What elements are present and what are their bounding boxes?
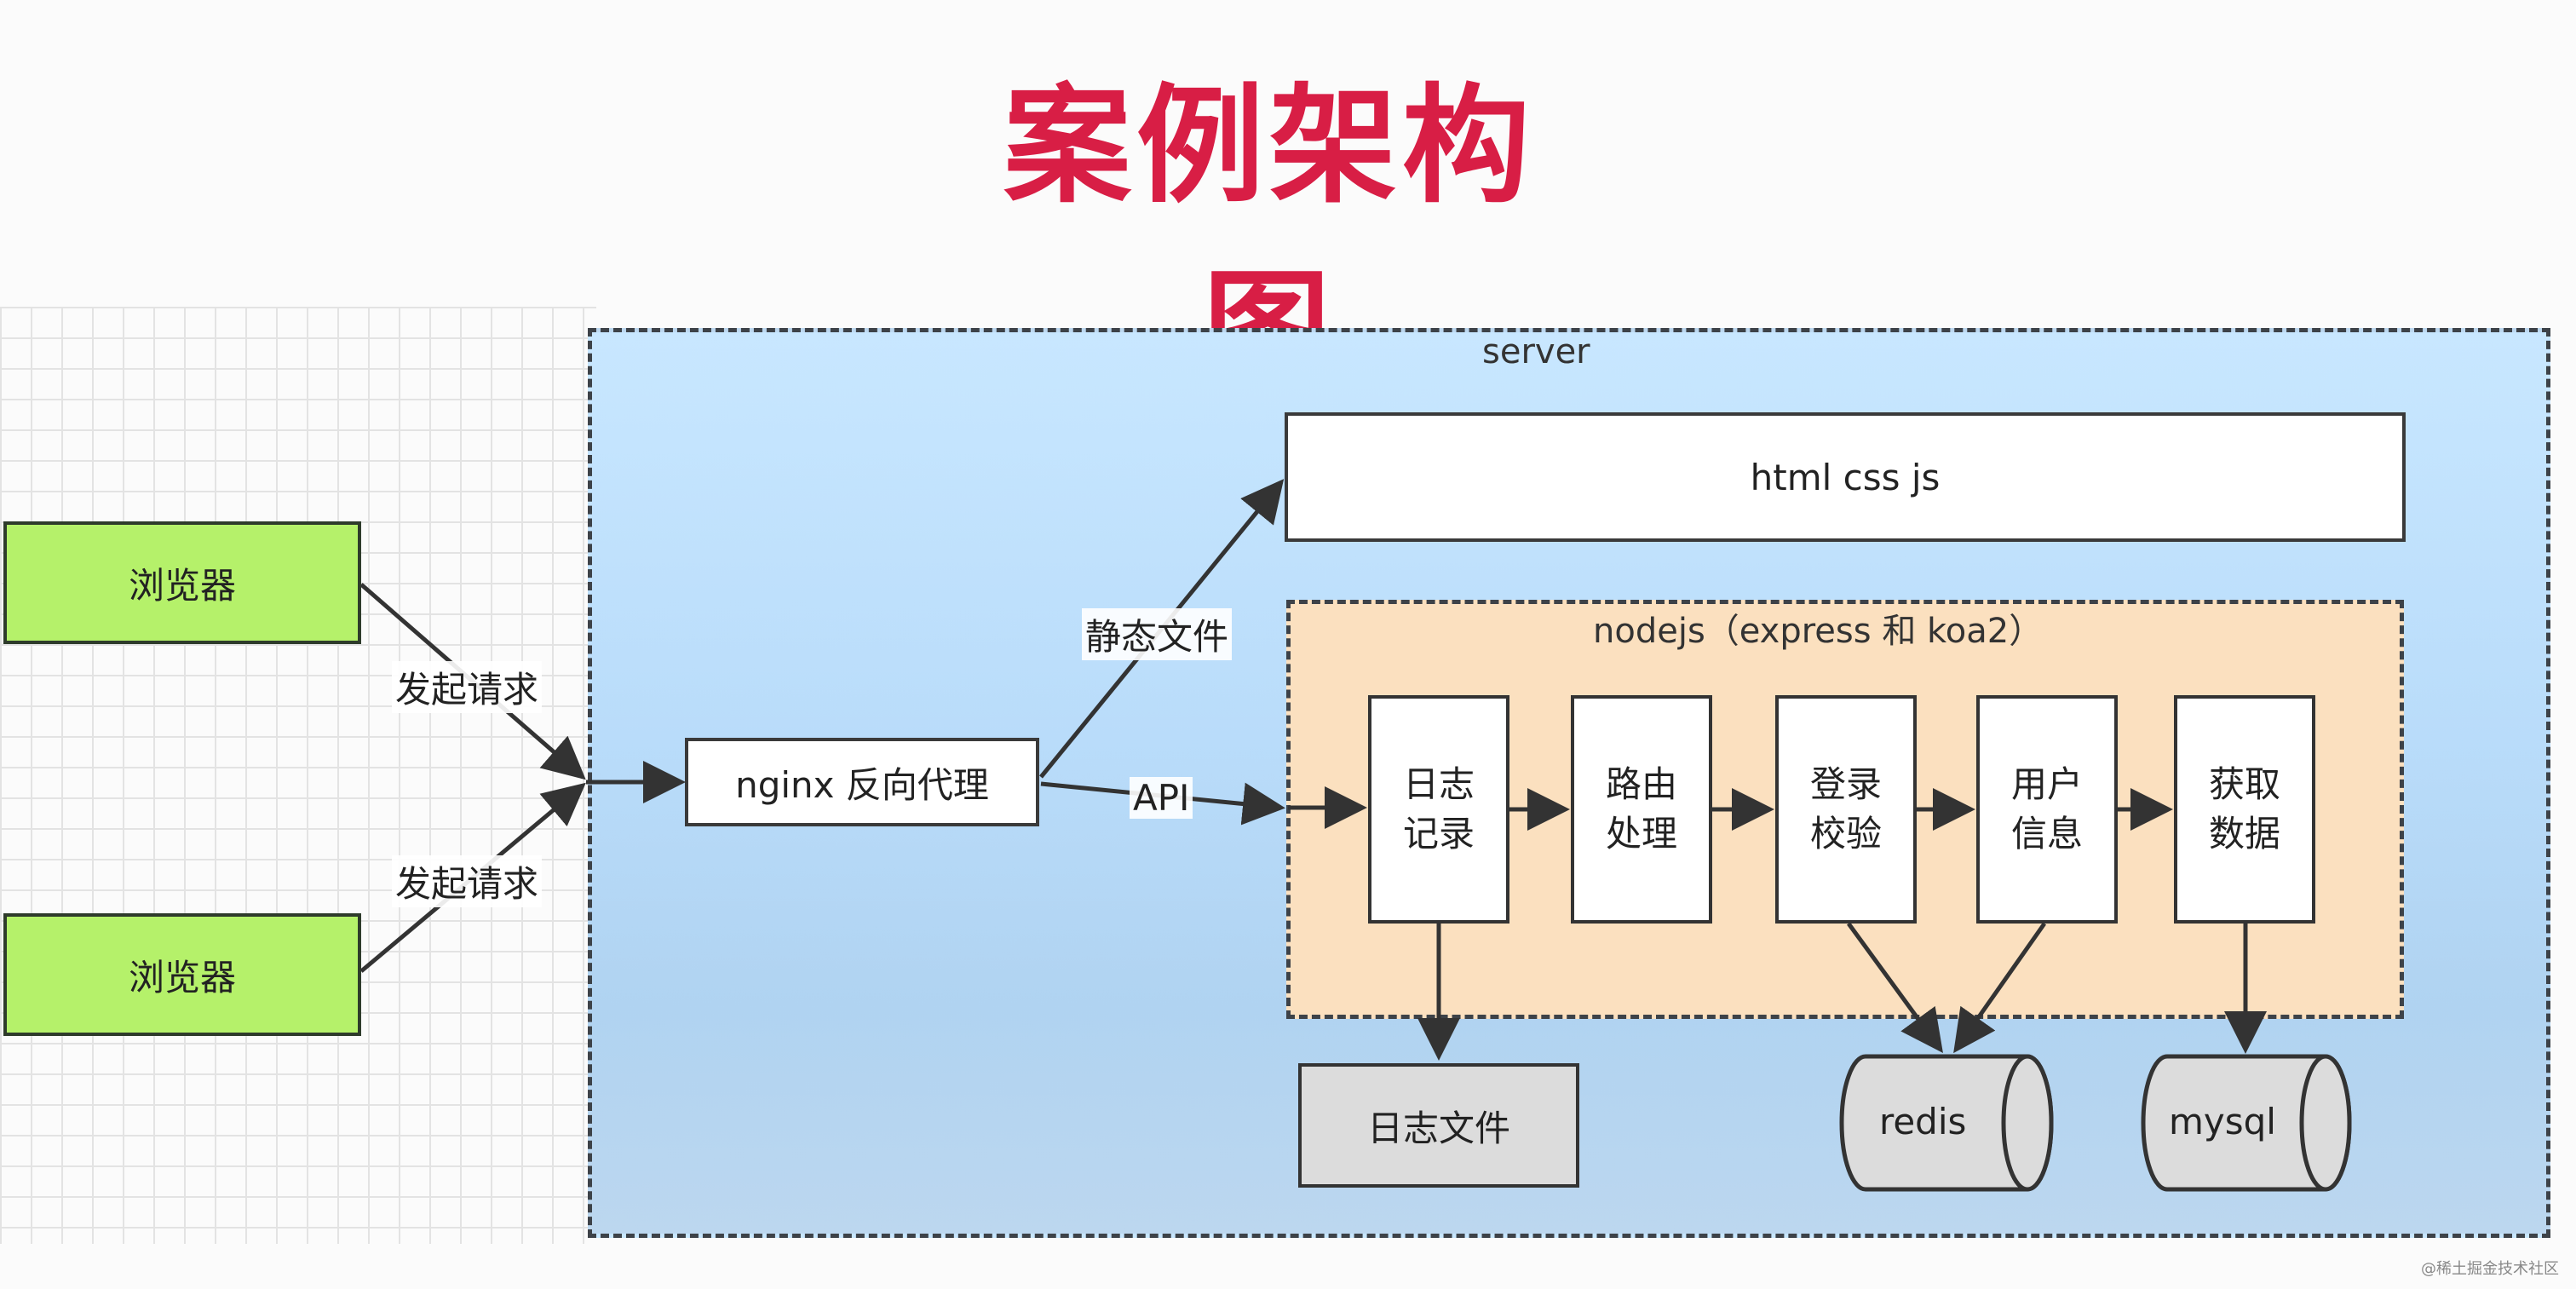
watermark: @稀土掘金技术社区 (2421, 1260, 2559, 1278)
step-route-handling: 路由 处理 (1571, 695, 1712, 924)
browser-node-2: 浏览器 (3, 913, 361, 1036)
browser-node-1: 浏览器 (3, 521, 361, 644)
background-grid (0, 307, 596, 1244)
request-label-1: 发起请求 (392, 661, 543, 713)
static-files-label: 静态文件 (1082, 608, 1233, 660)
server-label: server (1482, 332, 1590, 371)
mysql-label: mysql (2169, 1101, 2276, 1142)
api-label: API (1130, 777, 1193, 819)
step-fetch-data: 获取 数据 (2174, 695, 2315, 924)
nginx-node: nginx 反向代理 (685, 738, 1039, 826)
log-file-node: 日志文件 (1298, 1063, 1579, 1188)
redis-label: redis (1879, 1101, 1967, 1142)
static-files-node: html css js (1285, 412, 2406, 542)
request-label-2: 发起请求 (392, 855, 543, 907)
step-login-check: 登录 校验 (1775, 695, 1917, 924)
step-user-info: 用户 信息 (1976, 695, 2118, 924)
edge-login-redis (1846, 922, 1943, 1054)
nodejs-label: nodejs（express 和 koa2） (1593, 612, 2044, 651)
step-log-record: 日志 记录 (1368, 695, 1509, 924)
mysql-cylinder (2141, 1054, 2352, 1192)
edge-user-redis (1953, 922, 2047, 1054)
redis-cylinder (1839, 1054, 2054, 1192)
